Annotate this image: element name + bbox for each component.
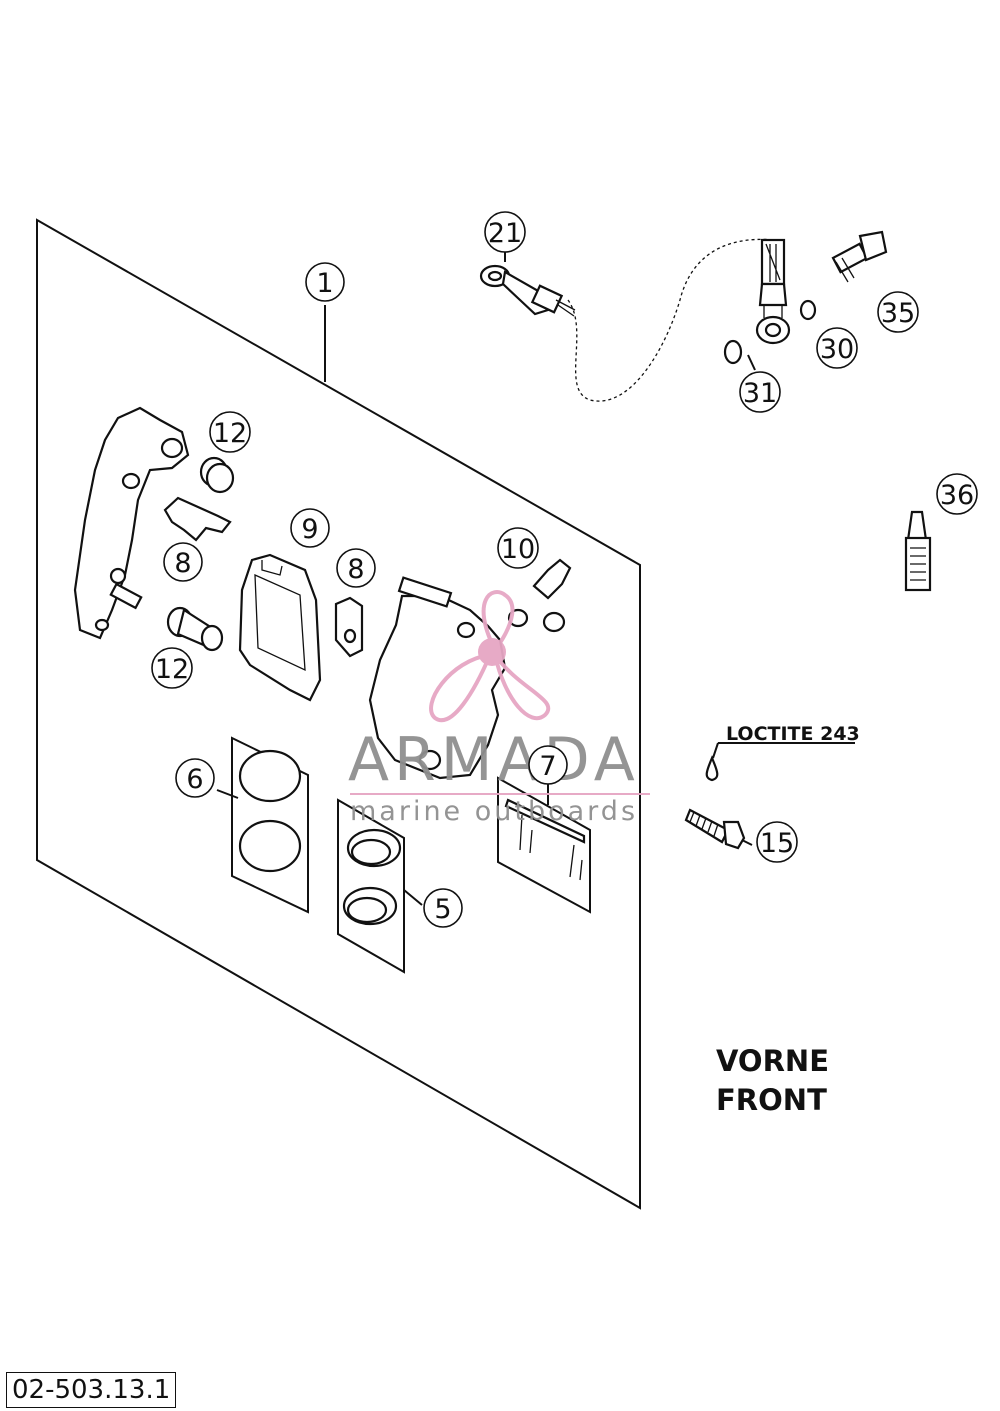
callout-number: 35: [881, 298, 915, 329]
pin-kit: [497, 776, 591, 914]
callout-circle: [151, 647, 193, 689]
callout-c31: 31: [739, 371, 781, 413]
callout-c15: 15: [756, 821, 798, 863]
callout-number: 10: [501, 534, 535, 565]
callout-c5: 5: [423, 888, 463, 928]
callout-number: 30: [820, 334, 854, 365]
callout-number: 31: [743, 378, 777, 409]
callout-circle: [290, 508, 330, 548]
kit-boundary: [36, 218, 641, 1210]
loctite-leader-drop: [712, 742, 719, 759]
callout-c8b: 8: [336, 548, 376, 588]
front-label: FRONT: [716, 1083, 827, 1117]
callout-c12b: 12: [151, 647, 193, 689]
spring-clip-right: [334, 596, 364, 658]
callout-c30: 30: [816, 327, 858, 369]
callout-number: 12: [213, 418, 247, 449]
callout-circle: [936, 473, 978, 515]
vorne-label: VORNE: [716, 1044, 829, 1078]
caliper-bracket: [73, 406, 190, 640]
guide-pin: [166, 606, 224, 652]
loctite-bottle: [904, 510, 932, 592]
callout-c36: 36: [936, 473, 978, 515]
propeller-logo: [429, 590, 551, 723]
callout-number: 15: [760, 828, 794, 859]
loctite-label: LOCTITE 243: [726, 723, 860, 745]
document-code: 02-503.13.1: [6, 1372, 177, 1408]
callout-circle: [484, 211, 526, 253]
callout-circle: [423, 888, 463, 928]
callout-circle: [209, 411, 251, 453]
callout-number: 21: [488, 218, 522, 249]
callout-number: 6: [186, 764, 203, 795]
callout-circle: [528, 745, 568, 785]
watermark-tagline: marine outboards: [350, 796, 638, 827]
callout-c7: 7: [528, 745, 568, 785]
callout-number: 5: [434, 894, 451, 925]
callout-number: 8: [347, 554, 364, 585]
callout-circle: [739, 371, 781, 413]
callout-c6: 6: [175, 758, 215, 798]
seal-kit: [337, 798, 423, 974]
watermark-brand: ARMADA: [348, 725, 640, 795]
callout-c12a: 12: [209, 411, 251, 453]
brake-hose: [479, 237, 776, 402]
banjo-bolt-assembly: [723, 230, 888, 371]
bolt: [684, 755, 753, 850]
callout-circle: [816, 327, 858, 369]
callout-circle: [163, 542, 203, 582]
callout-circle: [877, 291, 919, 333]
piston-kit: [216, 736, 309, 914]
callout-c21: 21: [484, 211, 526, 253]
callout-c9: 9: [290, 508, 330, 548]
callout-c8a: 8: [163, 542, 203, 582]
callout-c1: 1: [305, 262, 345, 302]
callout-number: 9: [301, 514, 318, 545]
callout-number: 1: [316, 268, 333, 299]
callout-number: 7: [539, 751, 556, 782]
callout-number: 8: [174, 548, 191, 579]
bleeder-valve: [507, 558, 572, 633]
spring-clip-left: [163, 496, 232, 542]
callout-circle: [305, 262, 345, 302]
watermark: ARMADA marine outboards: [348, 590, 650, 827]
callout-circle: [175, 758, 215, 798]
callout-c10: 10: [497, 527, 539, 569]
callout-circle: [756, 821, 798, 863]
bushing-upper: [199, 456, 235, 494]
callout-number: 36: [940, 480, 974, 511]
callout-c35: 35: [877, 291, 919, 333]
callout-number: 12: [155, 654, 189, 685]
callout-circle: [336, 548, 376, 588]
callout-circle: [497, 527, 539, 569]
brake-pad: [238, 553, 322, 702]
